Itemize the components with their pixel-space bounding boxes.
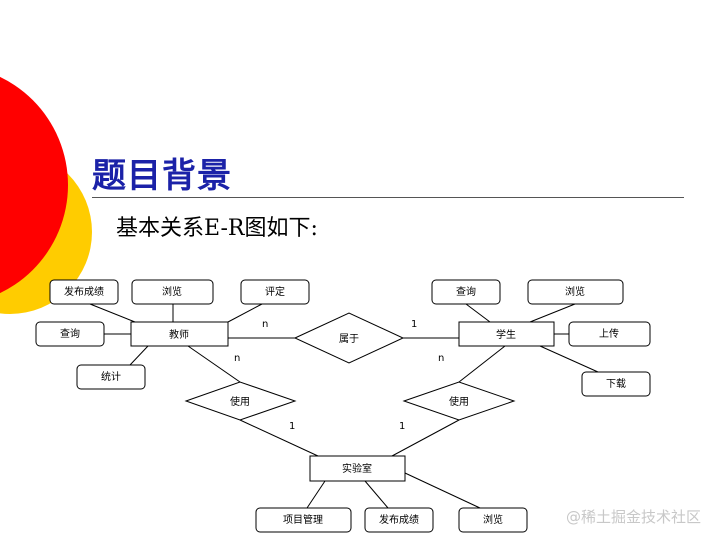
cardinality-student-uses: n	[438, 353, 444, 364]
attr-teacher-evaluate: 评定	[240, 279, 310, 305]
svg-text:统计: 统计	[101, 370, 121, 383]
cardinality-student-belongs: 1	[411, 319, 417, 330]
title-divider	[92, 197, 684, 198]
attr-lab-project-mgmt: 项目管理	[255, 507, 352, 533]
entity-student: 学生	[458, 321, 555, 347]
svg-text:上传: 上传	[599, 328, 619, 340]
watermark: @稀土掘金技术社区	[566, 508, 702, 526]
attr-lab-publish-grades: 发布成绩	[364, 507, 434, 533]
relationship-uses-student-label: 使用	[449, 395, 469, 408]
cardinality-lab-uses-left: 1	[289, 421, 295, 432]
relationship-uses-teacher-label: 使用	[230, 395, 250, 408]
attr-teacher-browse: 浏览	[131, 279, 214, 305]
attr-teacher-stats: 统计	[76, 364, 146, 390]
entity-teacher: 教师	[130, 321, 229, 347]
svg-text:查询: 查询	[456, 285, 476, 298]
entity-student-label: 学生	[496, 328, 516, 341]
attr-student-upload: 上传	[568, 321, 651, 347]
svg-text:评定: 评定	[265, 285, 285, 298]
cardinality-lab-uses-right: 1	[399, 421, 405, 432]
svg-text:发布成绩: 发布成绩	[64, 285, 104, 298]
page-title: 题目背景	[92, 156, 232, 196]
svg-text:项目管理: 项目管理	[283, 513, 323, 526]
attr-student-browse: 浏览	[527, 279, 624, 305]
relationship-belongs: 属于	[293, 312, 405, 364]
attr-student-query: 查询	[431, 279, 501, 305]
svg-text:查询: 查询	[60, 327, 80, 340]
svg-text:浏览: 浏览	[162, 285, 182, 298]
attr-teacher-query: 查询	[35, 321, 105, 347]
svg-text:浏览: 浏览	[565, 285, 585, 298]
connector-lines	[89, 303, 599, 509]
attr-student-download: 下载	[581, 371, 651, 397]
cardinality-teacher-belongs: n	[262, 319, 268, 330]
svg-text:发布成绩: 发布成绩	[379, 513, 419, 526]
svg-text:下载: 下载	[606, 378, 626, 390]
cardinality-teacher-uses: n	[234, 353, 240, 364]
attr-lab-browse: 浏览	[458, 507, 528, 533]
relationship-uses-student: 使用	[402, 381, 516, 421]
cardinality-labels: n 1 n n 1 1	[234, 319, 444, 432]
attr-teacher-publish-grades: 发布成绩	[49, 279, 119, 305]
relationship-belongs-label: 属于	[339, 333, 359, 345]
entity-lab-label: 实验室	[342, 462, 372, 475]
svg-text:浏览: 浏览	[483, 513, 503, 526]
entity-lab: 实验室	[309, 455, 406, 482]
page-subtitle: 基本关系E-R图如下:	[116, 216, 318, 241]
entity-teacher-label: 教师	[169, 328, 189, 341]
red-circle	[0, 76, 68, 294]
relationship-uses-teacher: 使用	[184, 381, 297, 421]
